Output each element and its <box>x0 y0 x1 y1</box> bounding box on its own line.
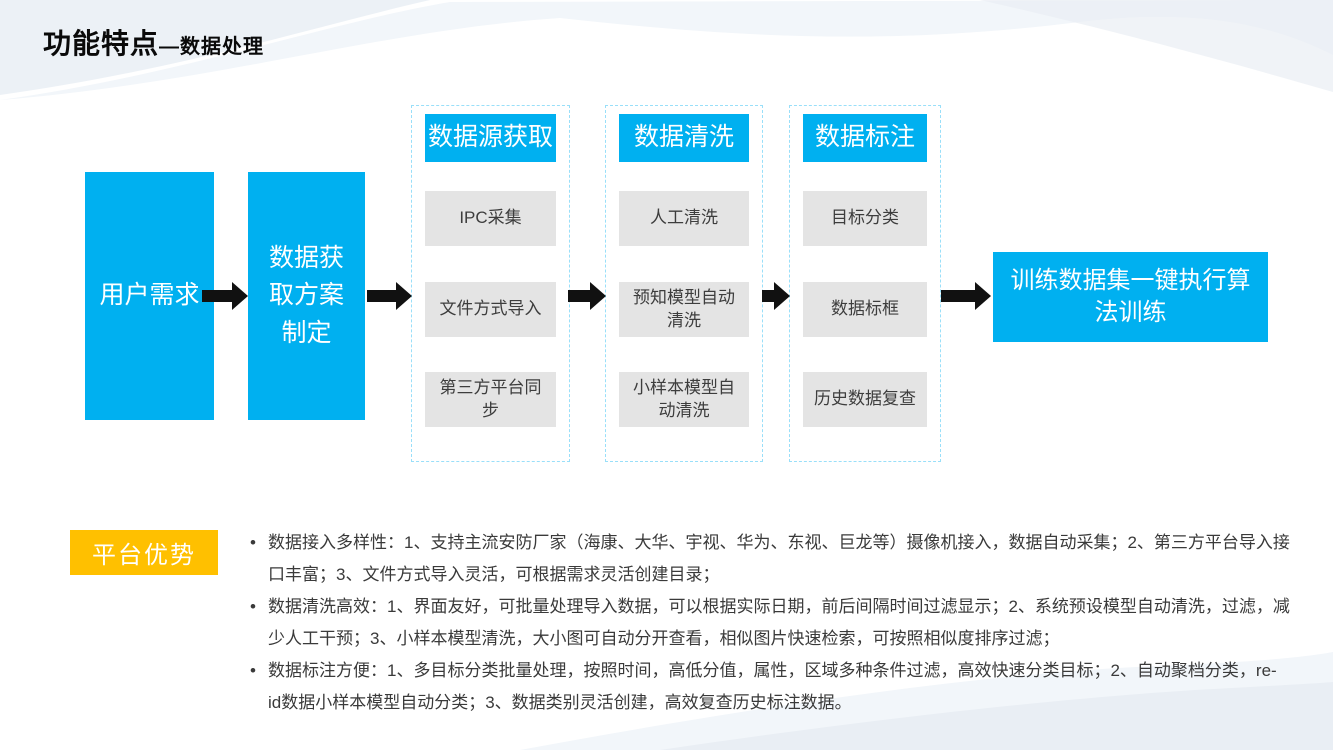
arrow-shaft <box>762 290 776 302</box>
stage-item-history-review: 历史数据复查 <box>803 372 927 427</box>
arrow-head-icon <box>396 282 412 310</box>
arrow-head-icon <box>590 282 606 310</box>
flow-arrow-1 <box>202 282 248 310</box>
arrow-shaft <box>202 290 234 302</box>
bullet-line: 少人工干预；3、小样本模型清洗，大小图可自动分开查看，相似图片快速检索，可按照相… <box>268 629 1060 648</box>
bullet-line: 口丰富；3、文件方式导入灵活，可根据需求灵活创建目录； <box>268 565 720 584</box>
flow-node-acquisition-plan: 数据获取方案制定 <box>248 172 365 420</box>
bullet-data-access: • 数据接入多样性：1、支持主流安防厂家（海康、大华、宇视、华为、东视、巨龙等）… <box>250 527 1312 591</box>
bullet-dot-icon: • <box>250 661 256 680</box>
bottom-wave-mid <box>660 682 1333 750</box>
stage-item-small-sample-clean: 小样本模型自动清洗 <box>619 372 749 427</box>
flow-node-user-demand: 用户需求 <box>85 172 214 420</box>
stage-item-target-classify: 目标分类 <box>803 191 927 246</box>
stage-data-cleaning: 数据清洗 人工清洗 预知模型自动清洗 小样本模型自动清洗 <box>605 105 763 462</box>
page-subtitle: —数据处理 <box>159 36 265 58</box>
stage-data-source: 数据源获取 IPC采集 文件方式导入 第三方平台同步 <box>411 105 570 462</box>
bullet-dot-icon: • <box>250 597 256 616</box>
arrow-head-icon <box>232 282 248 310</box>
bullet-line: id数据小样本模型自动分类；3、数据类别灵活创建，高效复查历史标注数据。 <box>268 693 852 712</box>
advantage-bullet-list: • 数据接入多样性：1、支持主流安防厂家（海康、大华、宇视、华为、东视、巨龙等）… <box>250 527 1312 719</box>
arrow-shaft <box>367 290 398 302</box>
platform-advantage-badge: 平台优势 <box>70 530 218 575</box>
top-left-wave <box>0 0 430 95</box>
bullet-data-annotation: • 数据标注方便：1、多目标分类批量处理，按照时间，高低分值，属性，区域多种条件… <box>250 655 1312 719</box>
arrow-shaft <box>568 290 592 302</box>
bullet-line: 数据标注方便：1、多目标分类批量处理，按照时间，高低分值，属性，区域多种条件过滤… <box>268 661 1277 680</box>
bullet-data-cleaning: • 数据清洗高效：1、界面友好，可批量处理导入数据，可以根据实际日期，前后间隔时… <box>250 591 1312 655</box>
bullet-line: 数据接入多样性：1、支持主流安防厂家（海康、大华、宇视、华为、东视、巨龙等）摄像… <box>268 533 1290 552</box>
flow-arrow-2 <box>367 282 412 310</box>
arrow-head-icon <box>774 282 790 310</box>
top-wave-light <box>0 0 1333 100</box>
top-right-wave <box>980 0 1333 92</box>
stage-header-data-source: 数据源获取 <box>425 114 556 162</box>
stage-item-third-party-sync: 第三方平台同步 <box>425 372 556 427</box>
arrow-shaft <box>941 290 977 302</box>
flow-node-training-dataset: 训练数据集一键执行算法训练 <box>993 252 1268 342</box>
stage-header-data-cleaning: 数据清洗 <box>619 114 749 162</box>
flow-arrow-3 <box>568 282 606 310</box>
stage-item-manual-clean: 人工清洗 <box>619 191 749 246</box>
stage-data-annotation: 数据标注 目标分类 数据标框 历史数据复查 <box>789 105 941 462</box>
flow-arrow-5 <box>941 282 991 310</box>
stage-item-ipc: IPC采集 <box>425 191 556 246</box>
stage-header-data-annotation: 数据标注 <box>803 114 927 162</box>
page-header: 功能特点 —数据处理 <box>43 22 264 62</box>
bullet-dot-icon: • <box>250 533 256 552</box>
stage-item-file-import: 文件方式导入 <box>425 282 556 337</box>
arrow-head-icon <box>975 282 991 310</box>
bullet-line: 数据清洗高效：1、界面友好，可批量处理导入数据，可以根据实际日期，前后间隔时间过… <box>268 597 1290 616</box>
page-title: 功能特点 <box>43 28 160 59</box>
stage-item-model-auto-clean: 预知模型自动清洗 <box>619 282 749 337</box>
stage-item-data-bbox: 数据标框 <box>803 282 927 337</box>
flow-arrow-4 <box>762 282 790 310</box>
